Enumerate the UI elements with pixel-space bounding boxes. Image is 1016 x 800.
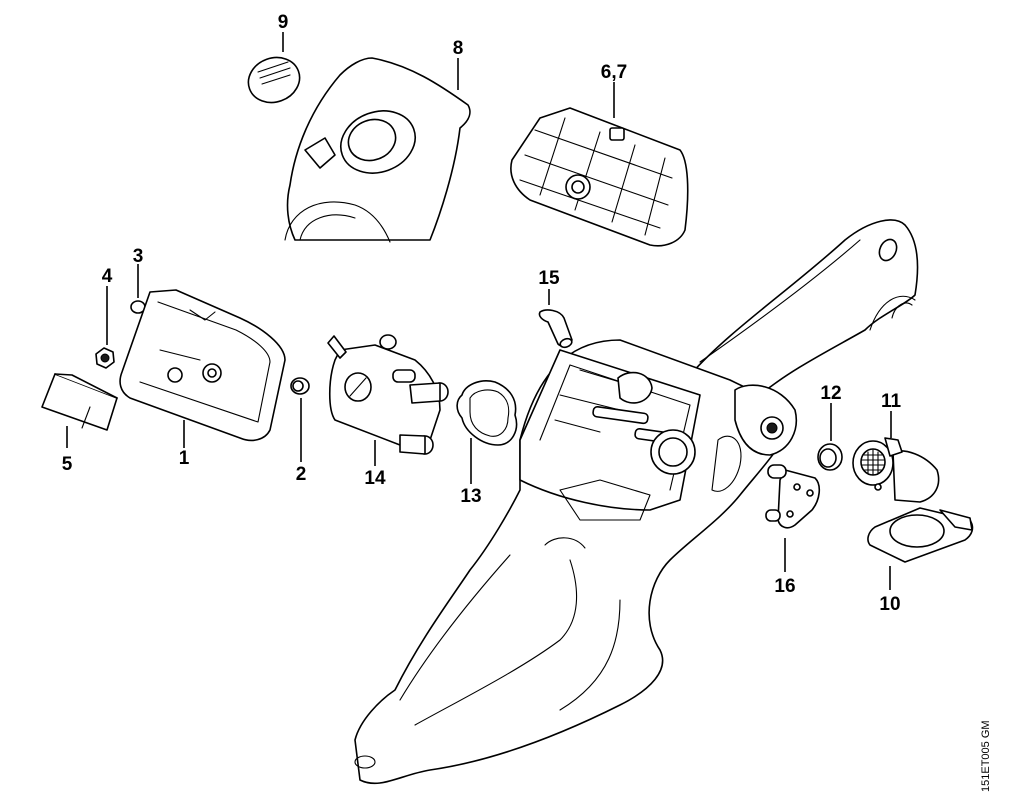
callout-6-7: 6,7 <box>601 62 627 83</box>
part-11-strainer-valve[interactable] <box>852 437 940 503</box>
leader-lines <box>66 32 892 590</box>
part-5-foam-block[interactable] <box>41 373 118 431</box>
part-9-twist-lock-cap[interactable] <box>242 50 306 109</box>
part-10-gasket-plate[interactable] <box>867 507 974 563</box>
callout-8: 8 <box>453 38 464 59</box>
part-8-shroud-cover[interactable] <box>284 57 471 243</box>
callout-5: 5 <box>62 454 73 475</box>
callout-13: 13 <box>460 486 481 507</box>
part-4-nut[interactable] <box>95 347 115 369</box>
callout-2: 2 <box>296 464 307 485</box>
callout-11: 11 <box>881 391 902 412</box>
callout-1: 1 <box>179 448 190 469</box>
part-16-flange[interactable] <box>765 464 821 529</box>
callout-14: 14 <box>364 468 386 489</box>
callout-12: 12 <box>820 383 841 404</box>
handle-housing <box>354 219 919 785</box>
part-13-carburetor-gasket[interactable] <box>456 380 518 446</box>
callout-labels: 9 8 6,7 3 4 5 1 2 14 13 15 12 11 16 10 <box>62 12 902 615</box>
callout-10: 10 <box>879 594 900 615</box>
callout-16: 16 <box>774 576 795 597</box>
callout-4: 4 <box>102 266 113 287</box>
part-2-sleeve[interactable] <box>290 377 310 395</box>
part-15-grommet[interactable] <box>538 309 573 349</box>
part-1-air-filter-base[interactable] <box>119 289 286 442</box>
part-6-7-air-filter[interactable] <box>510 107 689 247</box>
drawing-code: 151ET005 GM <box>980 720 992 792</box>
callout-9: 9 <box>278 12 289 33</box>
callout-3: 3 <box>133 246 144 267</box>
callout-15: 15 <box>538 268 560 289</box>
part-12-seal-ring[interactable] <box>817 443 843 471</box>
part-14-carburetor[interactable] <box>327 334 449 455</box>
